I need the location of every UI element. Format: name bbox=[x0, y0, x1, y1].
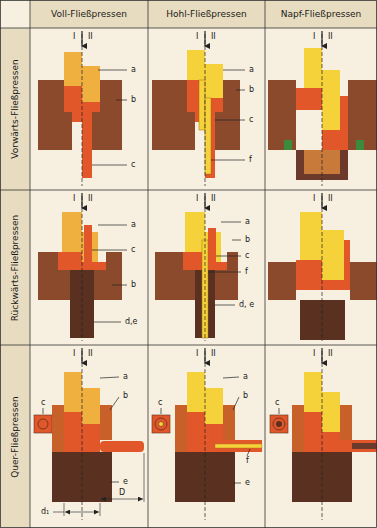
callout-letter: II bbox=[87, 32, 94, 41]
callout-letter: D bbox=[118, 488, 126, 497]
callout-letter: c bbox=[244, 251, 250, 260]
column-header: Hohl-Fließpressen bbox=[148, 0, 265, 28]
column-title: Napf-Fließpressen bbox=[281, 9, 362, 19]
callout-letter: c bbox=[274, 398, 280, 407]
callout-letter: II bbox=[210, 194, 217, 203]
callout-letter: I bbox=[72, 194, 76, 203]
callout-letter: I bbox=[312, 32, 316, 41]
callout-letter: b bbox=[242, 391, 249, 400]
callout-letter: a bbox=[242, 372, 249, 381]
callout-letter: b bbox=[130, 95, 137, 104]
callout-letter: b bbox=[248, 85, 255, 94]
row-title: Vorwärts-Fließpressen bbox=[10, 59, 20, 158]
callout-letter: d, e bbox=[238, 300, 255, 309]
callout-letter: c bbox=[130, 160, 136, 169]
callout-letter: a bbox=[130, 220, 137, 229]
row-header: Quer-Fließpressen bbox=[0, 345, 30, 528]
callout-letter: c bbox=[130, 245, 136, 254]
callout-letter: I bbox=[195, 32, 199, 41]
callout-letter: II bbox=[87, 194, 94, 203]
callout-letter: b bbox=[130, 280, 137, 289]
callout-letter: a bbox=[244, 217, 251, 226]
callout-letter: d₁ bbox=[40, 507, 50, 516]
callout-letter: c bbox=[157, 398, 163, 407]
callout-letter: b bbox=[122, 391, 129, 400]
row-title: Quer-Fließpressen bbox=[10, 396, 20, 477]
callout-letter: II bbox=[327, 349, 334, 358]
column-header: Voll-Fließpressen bbox=[30, 0, 148, 28]
callout-letter: I bbox=[195, 194, 199, 203]
callout-letter: f bbox=[248, 155, 253, 164]
callout-letter: a bbox=[130, 65, 137, 74]
callout-letter: II bbox=[327, 32, 334, 41]
row-title: Rückwärts-Fließpressen bbox=[10, 214, 20, 321]
callout-letter: b bbox=[244, 235, 251, 244]
callout-letter: I bbox=[312, 194, 316, 203]
callout-letter: c bbox=[248, 115, 254, 124]
column-header: Napf-Fließpressen bbox=[265, 0, 377, 28]
callout-letter: d,e bbox=[124, 317, 139, 326]
callout-letter: II bbox=[210, 32, 217, 41]
callout-letter: e bbox=[244, 478, 251, 487]
column-title: Hohl-Fließpressen bbox=[166, 9, 246, 19]
callout-letter: II bbox=[87, 349, 94, 358]
callout-letter: I bbox=[312, 349, 316, 358]
callout-letter: I bbox=[195, 349, 199, 358]
row-header: Vorwärts-Fließpressen bbox=[0, 28, 30, 190]
callout-letter: a bbox=[248, 65, 255, 74]
callout-letter: a bbox=[122, 372, 129, 381]
callout-letter: f bbox=[245, 456, 250, 465]
callout-letter: f bbox=[244, 267, 249, 276]
callout-letter: II bbox=[327, 194, 334, 203]
column-title: Voll-Fließpressen bbox=[51, 9, 127, 19]
callout-letter: e bbox=[122, 477, 129, 486]
callout-letter: II bbox=[210, 349, 217, 358]
callout-letter: I bbox=[72, 32, 76, 41]
callout-letter: c bbox=[40, 398, 46, 407]
row-header: Rückwärts-Fließpressen bbox=[0, 190, 30, 345]
callout-letter: I bbox=[72, 349, 76, 358]
